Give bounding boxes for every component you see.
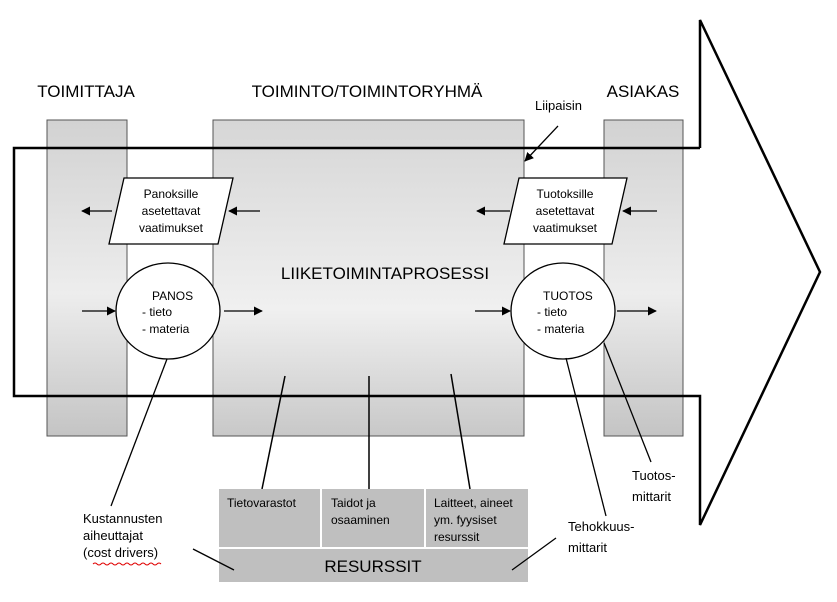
output-metrics-line-1: Tuotos-: [632, 468, 676, 483]
cost-drivers-line-2: aiheuttajat: [83, 528, 143, 543]
input-title: PANOS: [152, 289, 193, 303]
efficiency-metric-connector: [511, 537, 557, 571]
resources-bar: [219, 549, 528, 582]
cost-drivers-line-1: Kustannusten: [83, 511, 163, 526]
resource-data-stores: Tietovarastot: [227, 496, 297, 510]
process-label: LIIKETOIMINTAPROSESSI: [281, 264, 489, 283]
efficiency-metric-connector: [565, 357, 607, 517]
resources-label: RESURSSIT: [324, 557, 421, 576]
input-requirements-line-1: Panoksille: [144, 187, 199, 201]
header-activity: TOIMINTO/TOIMINTORYHMÄ: [252, 82, 483, 101]
cost-driver-connector: [192, 548, 235, 571]
resource-connector: [261, 375, 286, 490]
trigger-arrow: [524, 125, 559, 162]
process-arrow: [12, 19, 822, 526]
header-customer: ASIAKAS: [607, 82, 680, 101]
output-ellipse: [510, 262, 616, 360]
output-title: TUOTOS: [543, 289, 593, 303]
resources-table: [219, 489, 528, 547]
output-item-info: - tieto: [537, 305, 567, 319]
resource-skills-line-1: Taidot ja: [331, 496, 376, 510]
output-requirements-box: [503, 177, 628, 245]
output-requirements-line-2: asetettavat: [536, 204, 595, 218]
output-requirements-line-3: vaatimukset: [533, 221, 598, 235]
output-metric-connector: [603, 342, 652, 463]
spellcheck-underline: [92, 562, 162, 566]
input-item-info: - tieto: [142, 305, 172, 319]
supplier-column: [46, 119, 128, 437]
output-metrics-line-2: mittarit: [632, 489, 671, 504]
input-requirements-line-3: vaatimukset: [139, 221, 204, 235]
input-requirements-box: [108, 177, 234, 245]
input-requirements-line-2: asetettavat: [142, 204, 201, 218]
output-item-material: - materia: [537, 322, 585, 336]
header-supplier: TOIMITTAJA: [37, 82, 135, 101]
efficiency-metrics-line-2: mittarit: [568, 540, 607, 555]
resource-connector: [450, 373, 471, 490]
resource-skills-line-2: osaaminen: [331, 513, 390, 527]
trigger-label: Liipaisin: [535, 98, 582, 113]
output-requirements-line-1: Tuotoksille: [537, 187, 594, 201]
input-ellipse: [115, 262, 221, 360]
efficiency-metrics-line-1: Tehokkuus-: [568, 519, 634, 534]
resource-equipment-line-3: resurssit: [434, 530, 480, 544]
cost-drivers-line-3: (cost drivers): [83, 545, 158, 560]
customer-column: [603, 119, 684, 437]
input-item-material: - materia: [142, 322, 190, 336]
resource-equipment-line-2: ym. fyysiset: [434, 513, 497, 527]
resource-equipment-line-1: Laitteet, aineet: [434, 496, 513, 510]
cost-driver-connector: [110, 358, 168, 507]
